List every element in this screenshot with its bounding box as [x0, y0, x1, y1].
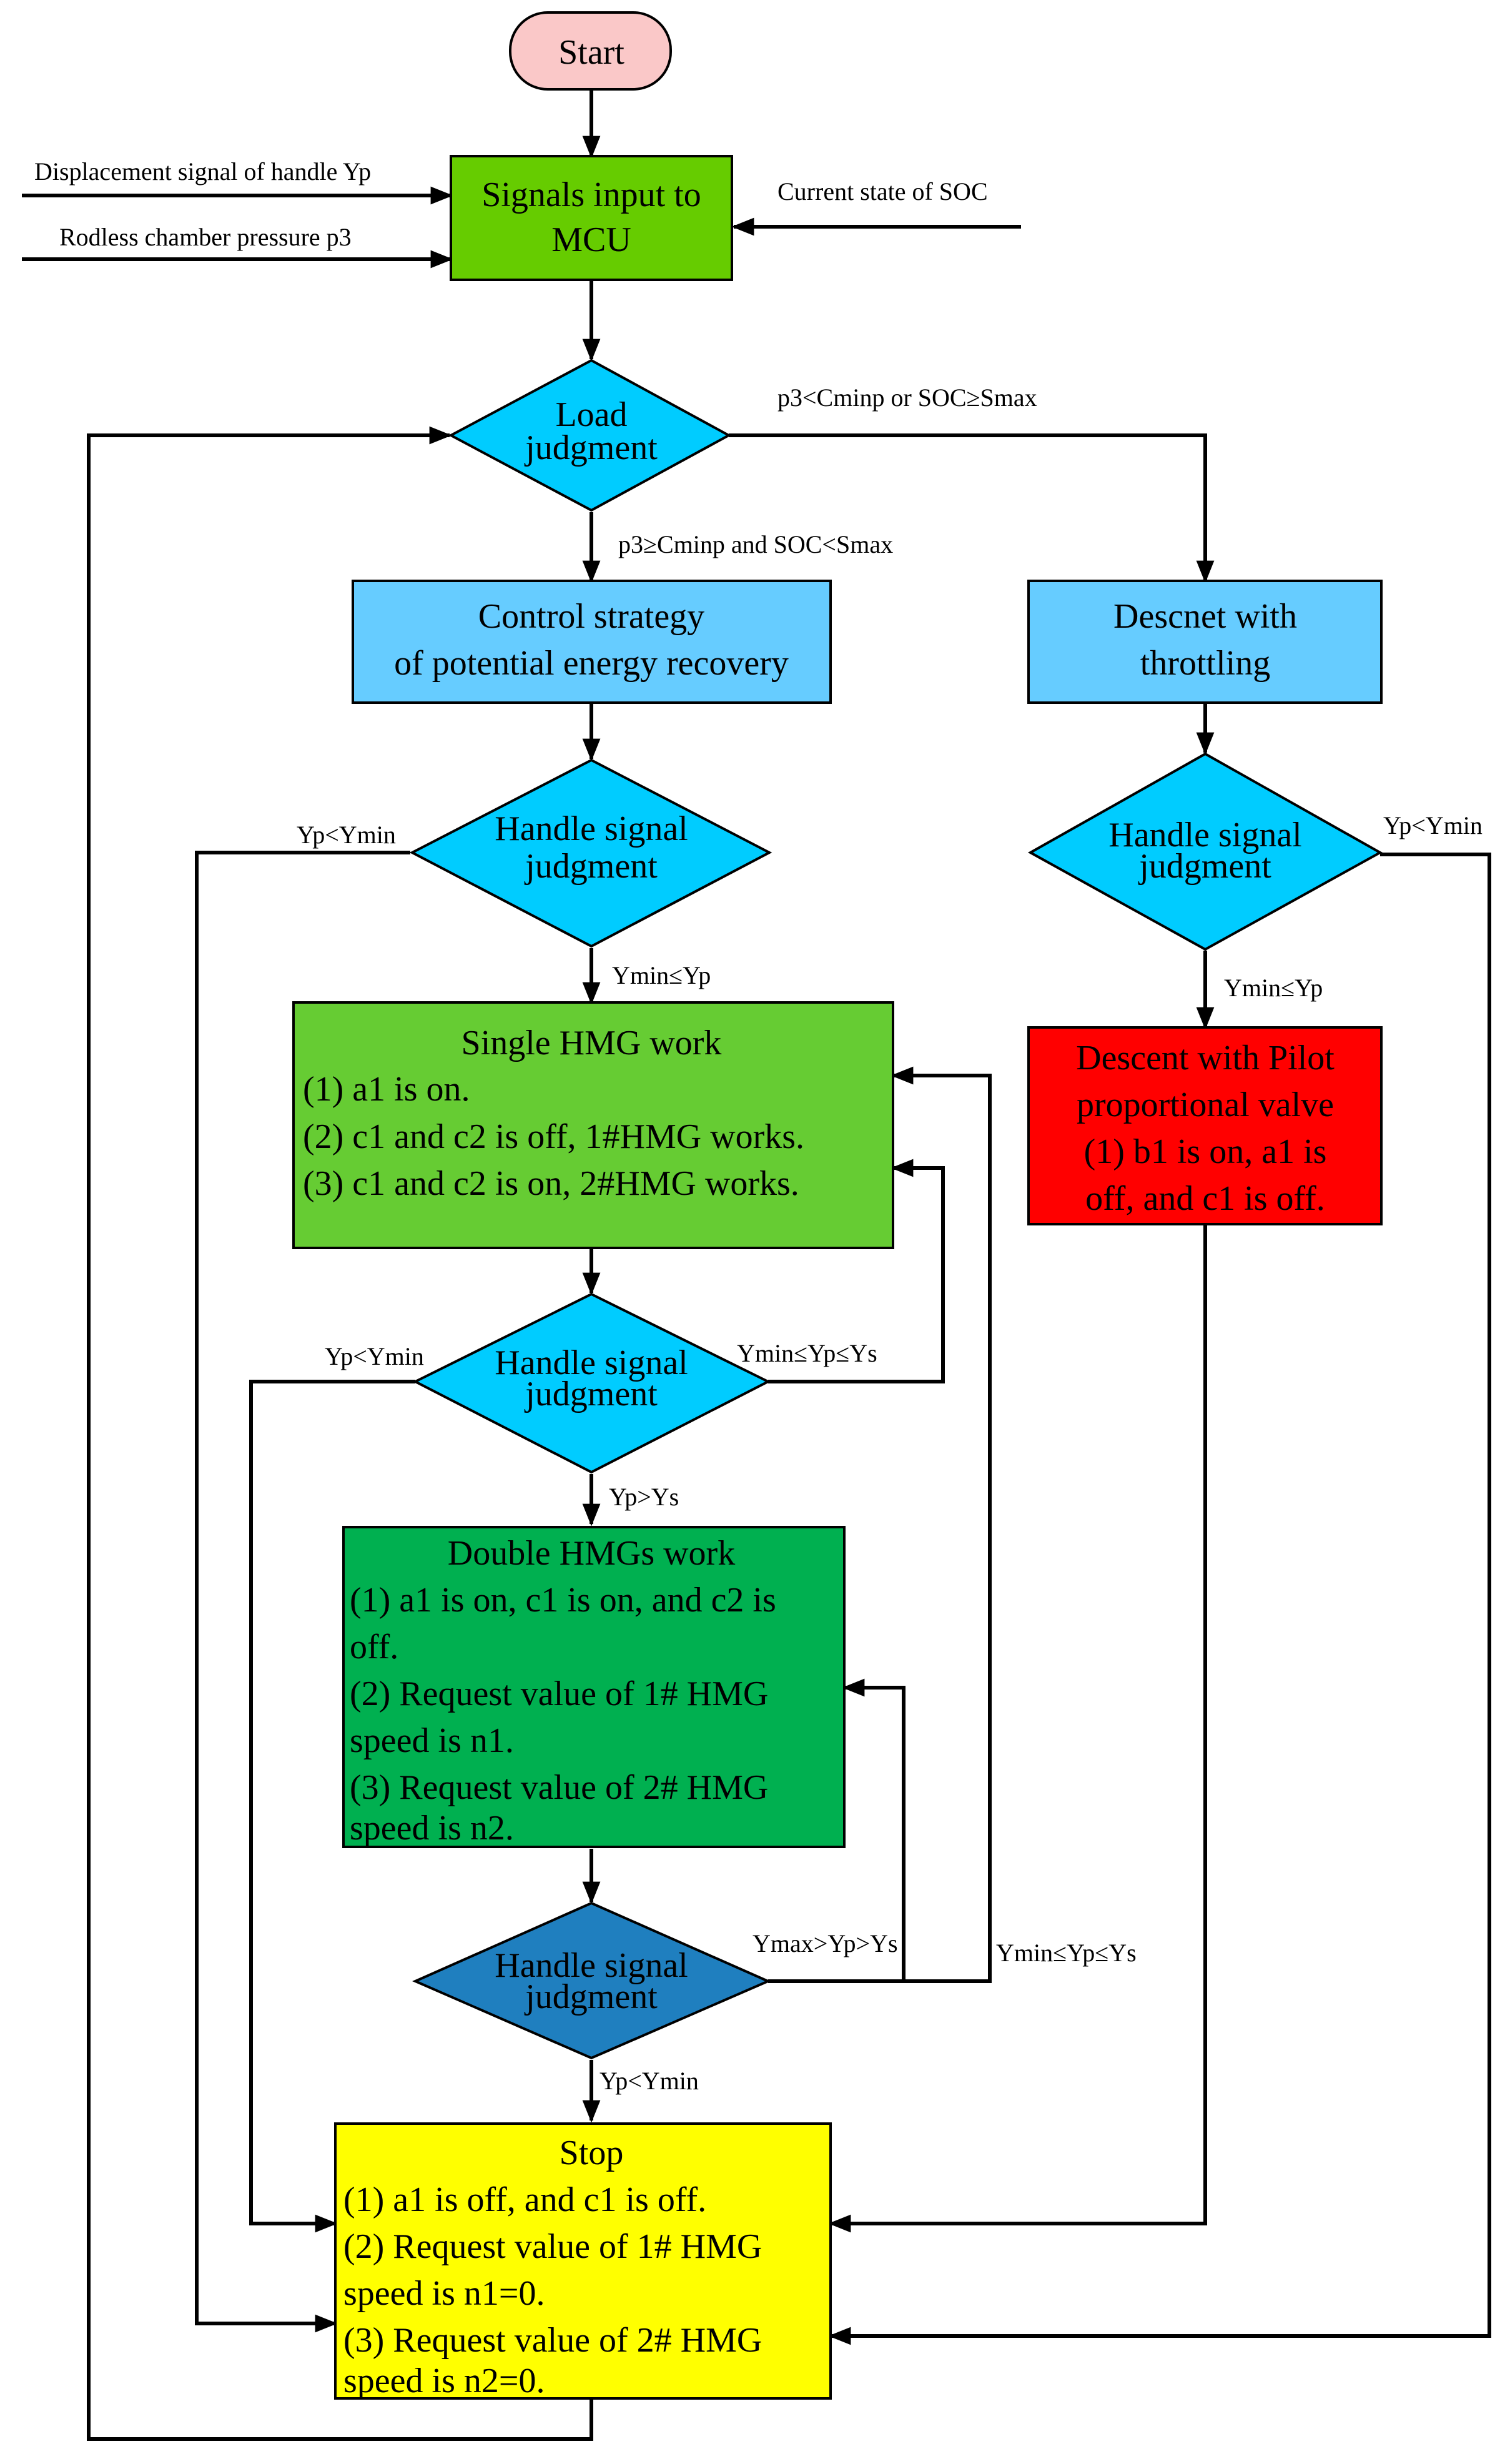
- edge-label-hr-less: Yp<Ymin: [1383, 811, 1483, 839]
- stop-node: Stop (1) a1 is off, and c1 is off. (2) R…: [334, 2122, 832, 2400]
- handle-left-label-line1: Handle signal: [495, 809, 688, 848]
- handle-judgment-left-shape: [409, 758, 772, 948]
- edge-handle-right-stop: [828, 853, 1491, 2345]
- throttling-node: Descnet with throttling: [1027, 580, 1383, 704]
- edge-label-load-yes: p3≥Cminp and SOC<Smax: [618, 530, 893, 558]
- single-hmg-line3: (3) c1 and c2 is on, 2#HMG works.: [303, 1164, 799, 1203]
- edge-label-hm-mid: Ymin≤Yp≤Ys: [737, 1339, 877, 1367]
- edge-label-hr-ok: Ymin≤Yp: [1224, 974, 1323, 1002]
- single-hmg-node: Single HMG work (1) a1 is on. (2) c1 and…: [292, 1001, 894, 1249]
- edge-stop-load: [87, 426, 593, 2441]
- edge-label-hb-mid: Ymin≤Yp≤Ys: [996, 1939, 1137, 1967]
- handle-bottom-label-line1: Handle signal: [495, 1946, 688, 1985]
- input-soc-label: Current state of SOC: [777, 177, 988, 205]
- load-label-line1: Load: [555, 395, 627, 434]
- recovery-label-line1: Control strategy: [478, 597, 704, 636]
- edge-handle-mid-single: [768, 1159, 945, 1383]
- stop-line4: (3) Request value of 2# HMG: [343, 2321, 762, 2360]
- edge-label-load-no: p3<Cminp or SOC≥Smax: [777, 383, 1037, 412]
- handle-judgment-right-node: Handle signal judgment: [1027, 752, 1383, 951]
- load-label-line2: judgment: [524, 428, 658, 467]
- stop-title: Stop: [560, 2134, 624, 2172]
- start-shape: [509, 11, 672, 91]
- throttling-label-line1: Descnet with: [1113, 597, 1297, 636]
- edge-label-hl-ok: Ymin≤Yp: [612, 961, 711, 989]
- pilot-line3: (1) b1 is on, a1 is: [1084, 1132, 1327, 1171]
- edge-label-hm-more: Yp>Ys: [609, 1483, 679, 1511]
- handle-judgment-bottom-shape: [412, 1901, 771, 2060]
- mcu-node: Signals input to MCU: [450, 155, 733, 281]
- handle-mid-label-line2: judgment: [524, 1375, 658, 1413]
- edges: [22, 89, 1491, 2441]
- mcu-shape: [450, 155, 733, 281]
- start-node: Start: [509, 11, 672, 91]
- stop-shape: [334, 2122, 832, 2400]
- edge-label-hb-less: Yp<Ymin: [600, 2067, 699, 2095]
- load-judgment-node: Load judgment: [448, 359, 732, 512]
- handle-left-label-line2: judgment: [524, 847, 658, 886]
- edge-pilot-stop: [828, 1224, 1207, 2233]
- handle-judgment-bottom-node: Handle signal judgment: [412, 1901, 771, 2060]
- handle-judgment-left-node: Handle signal judgment: [409, 758, 772, 948]
- start-label: Start: [558, 33, 624, 72]
- stop-line1: (1) a1 is off, and c1 is off.: [343, 2180, 706, 2219]
- stop-line5: speed is n2=0.: [343, 2362, 545, 2400]
- throttling-label-line2: throttling: [1140, 644, 1270, 683]
- recovery-node: Control strategy of potential energy rec…: [352, 580, 832, 704]
- edge-load-throttling: [729, 433, 1215, 583]
- single-hmg-line1: (1) a1 is on.: [303, 1070, 470, 1109]
- pilot-line1: Descent with Pilot: [1076, 1039, 1335, 1077]
- double-hmg-line1: (1) a1 is on, c1 is on, and c2 is: [350, 1581, 776, 1620]
- handle-bottom-label-line2: judgment: [524, 1977, 658, 2016]
- handle-mid-label-line1: Handle signal: [495, 1343, 688, 1382]
- edge-handle-mid-stop: [249, 1380, 415, 2233]
- mcu-label-line2: MCU: [551, 220, 631, 259]
- edge-handle-bottom-double: [768, 1678, 906, 1983]
- single-hmg-shape: [292, 1001, 894, 1249]
- stop-line2: (2) Request value of 1# HMG: [343, 2227, 762, 2266]
- load-judgment-shape: [448, 359, 732, 512]
- pilot-valve-shape: [1027, 1026, 1383, 1225]
- input-displacement-label: Displacement signal of handle Yp: [34, 157, 371, 186]
- recovery-shape: [352, 580, 832, 704]
- handle-judgment-mid-node: Handle signal judgment: [412, 1292, 771, 1474]
- input-rodless-label: Rodless chamber pressure p3: [59, 223, 352, 251]
- edge-label-hb-range: Ymax>Yp>Ys: [753, 1929, 898, 1957]
- double-hmg-line3: (2) Request value of 1# HMG: [350, 1675, 768, 1713]
- edge-handle-bottom-single: [891, 1066, 992, 1983]
- edge-label-hm-less: Yp<Ymin: [325, 1342, 424, 1370]
- double-hmg-line5: (3) Request value of 2# HMG: [350, 1768, 768, 1807]
- handle-judgment-right-shape: [1027, 752, 1383, 951]
- handle-judgment-mid-shape: [412, 1292, 771, 1474]
- throttling-shape: [1027, 580, 1383, 704]
- pilot-valve-node: Descent with Pilot proportional valve (1…: [1027, 1026, 1383, 1225]
- double-hmg-line2: off.: [350, 1628, 398, 1666]
- pilot-line2: proportional valve: [1077, 1086, 1334, 1124]
- mcu-label-line1: Signals input to: [481, 176, 701, 214]
- handle-right-label-line1: Handle signal: [1108, 816, 1301, 854]
- pilot-line4: off, and c1 is off.: [1085, 1179, 1325, 1218]
- double-hmg-line4: speed is n1.: [350, 1721, 514, 1760]
- single-hmg-title: Single HMG work: [461, 1024, 722, 1062]
- handle-right-label-line2: judgment: [1138, 847, 1271, 886]
- double-hmg-node: Double HMGs work (1) a1 is on, c1 is on,…: [342, 1526, 846, 1848]
- stop-line3: speed is n1=0.: [343, 2274, 545, 2313]
- edge-label-hl-less: Yp<Ymin: [297, 821, 396, 849]
- single-hmg-line2: (2) c1 and c2 is off, 1#HMG works.: [303, 1117, 804, 1156]
- recovery-label-line2: of potential energy recovery: [394, 644, 789, 683]
- double-hmg-line6: speed is n2.: [350, 1809, 514, 1848]
- edge-handle-left-stop: [195, 851, 410, 2333]
- double-hmg-title: Double HMGs work: [448, 1534, 735, 1573]
- double-hmg-shape: [342, 1526, 846, 1848]
